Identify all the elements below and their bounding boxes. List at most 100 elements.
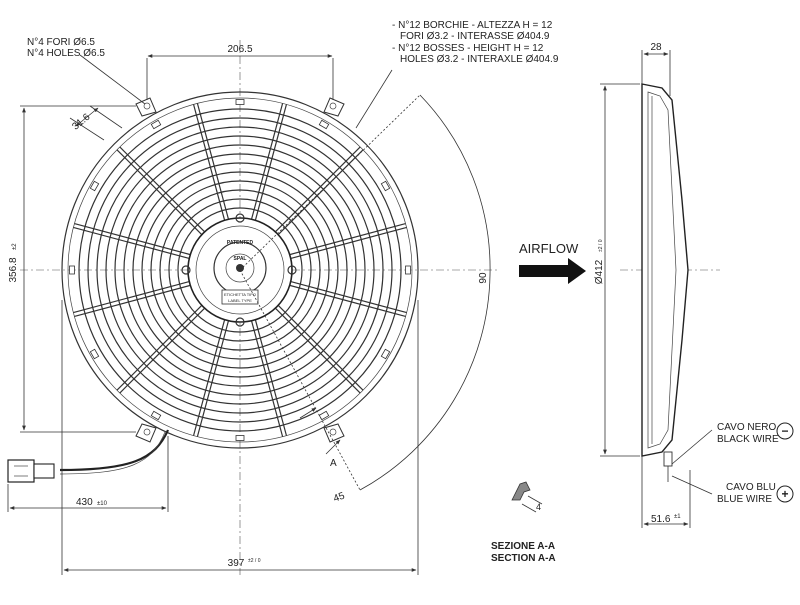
section-title-it: SEZIONE A-A [491,541,555,552]
dim-height-label: 356.8 [8,257,19,282]
plus-icon [776,485,794,503]
mounting-ears [135,97,345,443]
dim-height-tolerance: ±2 [12,243,18,250]
guard-ring [123,153,357,387]
guard-spoke [250,320,284,437]
section-title-en: SECTION A-A [491,553,556,564]
side-profile [641,83,689,457]
outer-shroud-ring [61,91,419,449]
motor-hub [181,213,297,327]
blue-wire-label-en: BLUE WIRE [717,494,772,505]
guard-ring [168,198,312,342]
airflow-label: AIRFLOW [519,241,579,256]
guard-spoke [74,222,191,256]
bosses-label-it-1: - N°12 BORCHIE - ALTEZZA H = 12 [392,20,553,31]
airflow-indicator: AIRFLOW [519,241,586,284]
mounting-boss [380,180,391,192]
guard-spoke [196,103,230,220]
guard-spoke [192,104,226,221]
guard-spoke [290,280,407,314]
hub-logo-text: SPAL [234,256,247,262]
mounting-boss [89,348,100,360]
holes-label-it: N°4 FORI Ø6.5 [27,37,95,48]
section-view: 4 SEZIONE A-A SECTION A-A [491,481,556,564]
plus-symbol: + [781,487,788,501]
guard-spoke [254,104,288,221]
guard-rings [78,108,402,432]
wire-labels: CAVO NERO BLACK WIRE − CAVO BLU BLUE WIR… [717,422,794,505]
dim-top-label: 206.5 [227,44,252,55]
mounting-boss [89,180,100,192]
cable-and-connector [7,429,170,483]
guard-ring [150,180,330,360]
section-mark-a: A [330,458,337,469]
guard-ring [78,108,402,432]
mounting-boss [150,410,162,421]
section-profile-icon [511,481,531,501]
angle-45-label: 45 [332,490,347,504]
mounting-boss [405,265,411,275]
bosses-label-it-2: FORI Ø3.2 - INTERASSE Ø404.9 [400,31,550,42]
bosses-label-en-2: HOLES Ø3.2 - INTERAXLE Ø404.9 [400,54,559,65]
mounting-boss [318,119,330,130]
bosses-label-en-1: - N°12 BOSSES - HEIGHT H = 12 [392,43,544,54]
guard-spoke [254,319,288,436]
airflow-arrow-icon [519,258,586,284]
guard-spoke [274,146,361,233]
guard-spoke [277,304,364,391]
guard-ring [87,117,393,423]
guard-spoke [119,146,206,233]
guard-spoke [196,320,230,437]
dim-small-label: 31.6 [70,111,92,132]
minus-icon [776,422,794,440]
mounting-boss [69,265,75,275]
mounting-boss [380,348,391,360]
dim-width-label: 397 [228,558,245,569]
angle-90-label: 90 [478,272,489,284]
section-dim-label: 4 [536,502,541,512]
guard-spoke [73,280,190,314]
mounting-bosses [69,99,411,441]
black-wire-label-it: CAVO NERO [717,422,776,433]
guard-ring [96,126,384,414]
side-dim-bottom-label: 51.6 [651,514,671,525]
guard-ring [105,135,375,405]
side-dim-diameter-tolerance: ±2 / 0 [598,239,604,252]
guard-ring [159,189,321,351]
dim-width-tolerance: ±2 / 0 [248,558,261,564]
guard-spoke [274,307,361,394]
guard-spoke [289,284,406,318]
guard-spoke [290,226,407,260]
guard-spoke [116,304,203,391]
mounting-boss [235,435,245,441]
minus-symbol: − [781,424,788,438]
guard-ring [177,207,303,333]
guard-spoke [289,222,406,256]
guard-spokes [73,103,407,437]
hub-patented-text: PATENTED [227,240,254,246]
guard-spoke [73,226,190,260]
guard-spoke [192,319,226,436]
guard-ring [132,162,348,378]
side-dim-top-label: 28 [650,42,662,53]
mounting-boss [235,99,245,105]
holes-label-en: N°4 HOLES Ø6.5 [27,48,105,59]
guard-spoke [250,103,284,220]
blue-wire-label-it: CAVO BLU [726,482,776,493]
guard-ring [141,171,339,369]
guard-spoke [74,284,191,318]
guard-spoke [119,307,206,394]
hub-label-en-text: LABEL TYPE [228,298,252,303]
guard-ring [114,144,366,396]
side-dim-diameter-label: Ø412 [594,259,605,284]
black-wire-label-en: BLACK WIRE [717,434,779,445]
mounting-boss [150,119,162,130]
hub-label-it-text: ETICHETTA TIPO [224,292,256,297]
inner-shroud-ring [67,97,413,443]
dim-cable-label: 430 [76,497,93,508]
side-view: 28 Ø412 ±2 / 0 51.6 ±1 [594,42,720,528]
connector [7,459,35,483]
guard-spoke [116,149,203,236]
